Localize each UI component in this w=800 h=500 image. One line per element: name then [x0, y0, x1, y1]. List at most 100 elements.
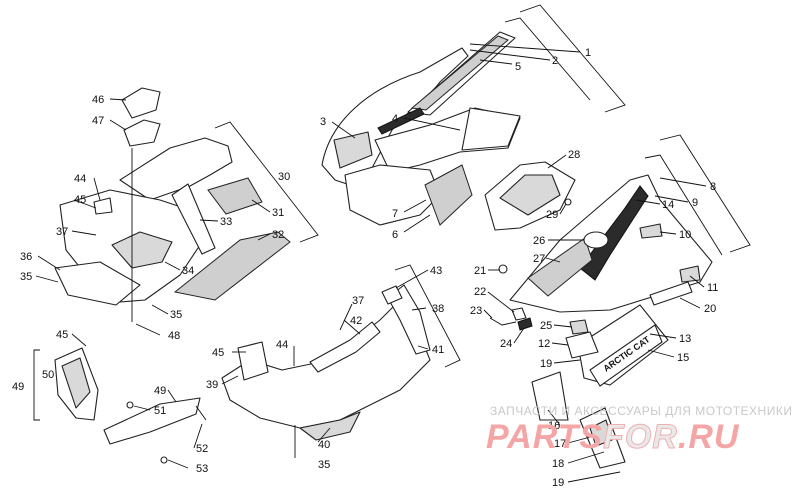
bracket-8: [659, 134, 751, 253]
callout-35a: 35: [20, 271, 32, 283]
callout-24: 24: [500, 338, 512, 350]
fastener-51: [126, 401, 134, 409]
callout-13: 13: [679, 333, 691, 345]
callout-40: 40: [318, 439, 330, 451]
panel-41: [387, 284, 431, 355]
callout-30: 30: [278, 171, 290, 183]
callout-4: 4: [392, 113, 398, 125]
callout-15: 15: [677, 352, 689, 364]
watermark-subtitle: ЗАПЧАСТИ И АКСЕССУАРЫ ДЛЯ МОТОТЕХНИКИ: [490, 404, 793, 418]
callout-52: 52: [196, 443, 208, 455]
headlight-lens: [333, 131, 373, 169]
callout-37b: 37: [352, 295, 364, 307]
bracket-1: [519, 4, 626, 113]
leader-31: [251, 199, 271, 213]
leader-35b: [151, 304, 169, 315]
callout-7: 7: [392, 208, 398, 220]
callout-35b: 35: [170, 309, 182, 321]
callout-33: 33: [220, 216, 232, 228]
leader-37a: [71, 230, 97, 236]
bracket-39: [237, 341, 269, 381]
callout-20: 20: [704, 303, 716, 315]
decal-13: [589, 324, 663, 387]
callout-34: 34: [182, 265, 194, 277]
leader-22: [487, 291, 515, 313]
leader-10: [659, 231, 677, 235]
leader-8: [659, 177, 707, 187]
leader-29: [559, 203, 567, 215]
leader-20: [679, 297, 701, 309]
hood-assembly: [321, 31, 521, 226]
leader-17: [567, 435, 595, 444]
clip-52: [195, 405, 207, 421]
watermark-logo-ru: .RU: [677, 418, 740, 456]
plate-20: [649, 281, 693, 306]
callout-17: 17: [554, 438, 566, 450]
nose-assembly: [54, 87, 291, 322]
callout-19a: 19: [540, 358, 552, 370]
seal-47: [123, 119, 161, 147]
leader-53: [167, 459, 189, 469]
callout-45b: 45: [56, 329, 68, 341]
leader-48: [135, 323, 161, 336]
leader-27: [545, 257, 561, 263]
connector-24: [517, 317, 533, 331]
fastener-29: [564, 198, 572, 206]
callout-43: 43: [430, 265, 442, 277]
callout-45a: 45: [74, 194, 86, 206]
leader-40: [317, 427, 331, 443]
callout-6: 6: [392, 229, 398, 241]
callout-21: 21: [474, 265, 486, 277]
leader-18: [567, 451, 605, 464]
leader-15: [647, 349, 675, 358]
vent-ring-26: [583, 231, 609, 249]
callout-42: 42: [350, 315, 362, 327]
callout-23: 23: [470, 305, 482, 317]
pad-32: [173, 231, 291, 301]
leader-33: [199, 219, 219, 222]
nose-recess: [111, 231, 173, 269]
callout-46: 46: [92, 94, 104, 106]
strut-33: [171, 183, 216, 255]
leader-37b: [339, 303, 353, 331]
leader-6: [403, 214, 431, 233]
bracket-30: [214, 121, 319, 243]
callout-8: 8: [710, 181, 716, 193]
leader-2: [469, 49, 551, 61]
callout-44a: 44: [74, 173, 86, 185]
grip-pad-6: [424, 164, 473, 226]
fastener-53: [160, 456, 168, 464]
bracket-9: [644, 154, 723, 256]
belly-pan-assembly: [221, 284, 431, 458]
leader-3: [331, 121, 356, 139]
callout-9: 9: [692, 197, 698, 209]
skid-plate-49: [103, 397, 201, 445]
side-window: [461, 107, 521, 151]
leader-19b: [567, 471, 621, 483]
leader-43: [395, 269, 429, 289]
pad-31: [207, 177, 263, 215]
callout-16: 16: [548, 420, 560, 432]
fastener-21: [498, 264, 508, 274]
leader-23: [483, 309, 493, 319]
bracket-12: [565, 331, 599, 359]
callout-3: 3: [320, 116, 326, 128]
leader-lines: [35, 43, 707, 483]
belly-pan-side: [299, 411, 361, 441]
insert-10: [639, 223, 663, 239]
leader-19a: [553, 359, 581, 364]
callout-41: 41: [432, 344, 444, 356]
callout-11: 11: [707, 282, 718, 294]
callout-50: 50: [42, 369, 54, 381]
mesh-vent-27: [527, 237, 593, 297]
vent-strip: [377, 107, 425, 135]
side-panel-stripe: [579, 185, 649, 281]
leader-28: [547, 154, 567, 169]
callout-38: 38: [432, 303, 444, 315]
leader-45a: [73, 199, 97, 209]
callout-labels: 1 2 3 4 5 6 7 8 9 10 11 12 13 14 15 16 1…: [12, 47, 718, 489]
leader-44a: [93, 177, 101, 201]
callout-45c: 45: [212, 347, 224, 359]
callout-25: 25: [540, 320, 552, 332]
